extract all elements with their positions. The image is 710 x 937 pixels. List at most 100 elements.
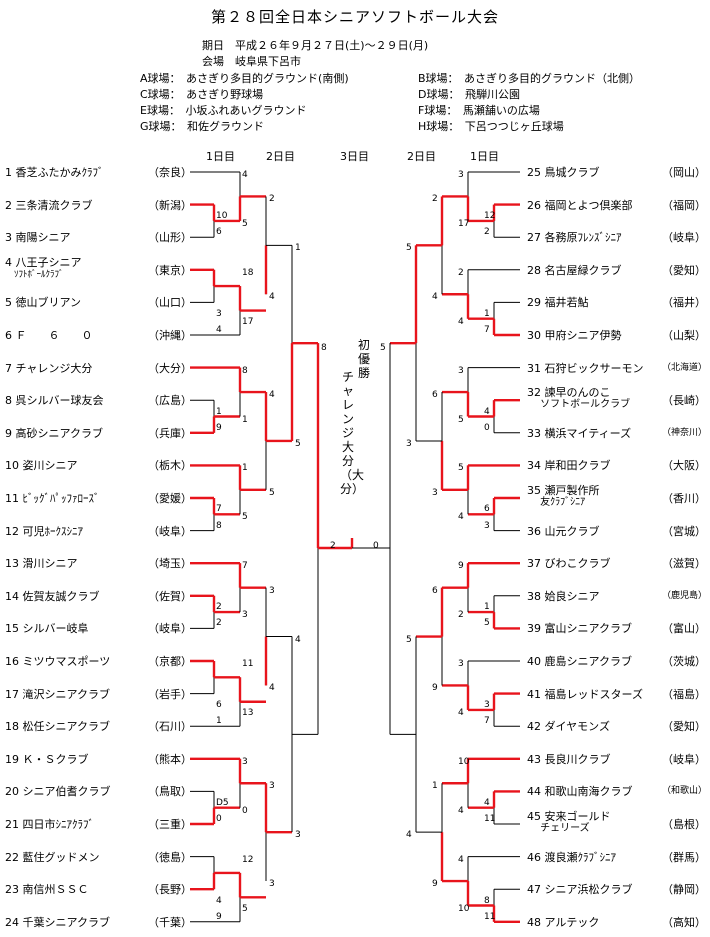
right-team-39: 39 富山シニアクラブ <box>527 622 632 636</box>
score-label: 11 <box>484 814 496 824</box>
score-label: 2 <box>458 610 464 621</box>
score-label: 5 <box>484 618 490 629</box>
right-team-prefecture: （高知） <box>662 915 706 929</box>
right-team-45: 45 安来ゴールド チェリーズ <box>527 811 611 835</box>
left-team-12: 12 可児ﾎｰｸｽｼﾆｱ <box>5 524 83 538</box>
right-team-prefecture: （長崎） <box>662 394 706 408</box>
right-team-prefecture: （愛知） <box>662 263 706 277</box>
team-name: 32 諫早のんのこ <box>527 386 611 400</box>
right-team-30: 30 甲府シニア伊勢 <box>527 329 622 342</box>
left-team-prefecture: （愛媛） <box>148 492 192 505</box>
score-label: 3 <box>295 830 301 841</box>
score-label: 7 <box>484 325 490 335</box>
score-label: 4 <box>269 292 275 303</box>
score-label: 9 <box>216 911 222 922</box>
score-label: 4 <box>406 830 412 841</box>
page-title: 第２８回全日本シニアソフトボール大会 <box>210 8 499 26</box>
ground-d: D球場： 飛騨川公園 <box>418 88 520 101</box>
score-label: 4 <box>484 406 490 417</box>
right-team-prefecture: （山梨） <box>662 329 706 342</box>
right-team-prefecture: （滋賀） <box>662 557 706 571</box>
left-team-prefecture: （山形） <box>148 231 192 245</box>
score-label: 0 <box>484 422 490 433</box>
final-score-left: 2 <box>330 541 336 551</box>
final-score-right: 0 <box>373 541 379 551</box>
score-label: 4 <box>242 170 248 180</box>
score-label: 5 <box>458 414 464 425</box>
right-team-prefecture: （香川） <box>662 492 706 505</box>
right-team-29: 29 福井若鮎 <box>527 296 589 310</box>
score-label: 1 <box>484 308 490 319</box>
left-team-prefecture: （佐賀） <box>148 589 192 603</box>
left-team-prefecture: （山口） <box>148 296 192 310</box>
left-team-prefecture: （京都） <box>148 655 192 668</box>
score-label: 5 <box>242 903 248 914</box>
left-team-21: 21 四日市ｼﾆｱｸﾗﾌﾞ <box>5 818 94 831</box>
score-label: 4 <box>216 325 222 335</box>
left-team-24: 24 千葉シニアクラブ <box>5 915 110 929</box>
left-team-17: 17 滝沢シニアクラブ <box>5 687 110 701</box>
score-label: 3 <box>216 308 222 319</box>
team-name: 4 八王子シニア <box>5 255 82 269</box>
score-label: 4 <box>432 292 438 303</box>
team-name: 35 瀬戸製作所 <box>527 484 600 497</box>
score-label: 17 <box>242 316 254 327</box>
score-label: 11 <box>484 911 496 922</box>
left-team-prefecture: （石川） <box>148 720 192 734</box>
left-team-7: 7 チャレンジ大分 <box>5 361 93 375</box>
score-label: 3 <box>458 170 464 180</box>
score-label: 11 <box>242 659 254 669</box>
score-label: 0 <box>216 814 222 824</box>
score-label: 2 <box>269 194 275 205</box>
left-team-23: 23 南信州ＳＳＣ <box>5 883 89 897</box>
score-label: 4 <box>458 707 464 718</box>
left-team-prefecture: （栃木） <box>148 459 192 473</box>
round-header-day1-left: 1日目 <box>206 150 235 163</box>
right-team-34: 34 岸和田クラブ <box>527 459 611 473</box>
score-label: 1 <box>295 243 301 254</box>
left-team-prefecture: （広島） <box>148 394 192 408</box>
score-label: 6 <box>216 699 222 710</box>
champion-team: チャレンジ大分（大分） <box>340 370 365 496</box>
score-label: 17 <box>458 218 470 229</box>
left-team-19: 19 Ｋ・Ｓクラブ <box>5 752 89 766</box>
right-team-prefecture: （群馬） <box>662 850 706 864</box>
right-team-prefecture: （岐阜） <box>662 752 706 766</box>
left-team-13: 13 滑川シニア <box>5 557 78 571</box>
right-team-38: 38 姶良シニア <box>527 589 600 603</box>
score-label: 3 <box>432 487 438 498</box>
score-label: 5 <box>242 218 248 229</box>
team-name: 45 安来ゴールド <box>527 810 611 823</box>
score-label: 4 <box>269 683 275 694</box>
left-team-15: 15 シルバー岐阜 <box>5 622 89 636</box>
score-label: 12 <box>484 210 496 221</box>
right-team-prefecture: （福島） <box>662 687 706 701</box>
right-team-48: 48 アルテック <box>527 915 600 929</box>
score-label: 9 <box>432 683 438 694</box>
score-label: 9 <box>458 561 464 572</box>
right-team-33: 33 横浜マイティーズ <box>527 426 632 440</box>
team-name-line2: ｿﾌﾄﾎﾞｰﾙｸﾗﾌﾞ <box>5 269 64 280</box>
right-team-prefecture: （福岡） <box>662 198 706 212</box>
right-team-27: 27 各務原ﾌﾚﾝｽﾞｼﾆｱ <box>527 231 622 245</box>
ground-e: E球場： 小坂ふれあいグラウンド <box>140 104 307 117</box>
ground-c: C球場： あさぎり野球場 <box>140 88 264 101</box>
score-label: 5 <box>458 463 464 474</box>
score-label: 8 <box>242 365 248 376</box>
round-header-day2-left: 2日目 <box>266 150 295 163</box>
score-label: 5 <box>242 512 248 523</box>
left-team-20: 20 シニア伯耆クラブ <box>5 785 111 799</box>
score-label: 4 <box>458 854 464 865</box>
right-team-prefecture: （茨城） <box>662 655 706 668</box>
left-team-prefecture: （大分） <box>148 361 192 375</box>
score-label: 9 <box>216 422 222 433</box>
score-label: 3 <box>242 610 248 621</box>
score-label: 2 <box>432 194 438 205</box>
score-label: 9 <box>432 879 438 890</box>
round-header-day1-right: 1日目 <box>470 150 499 163</box>
right-team-prefecture: （富山） <box>662 622 706 636</box>
right-team-prefecture: （和歌山） <box>662 786 708 797</box>
right-team-25: 25 鳥城クラブ <box>527 166 600 179</box>
right-team-prefecture: （静岡） <box>662 883 706 897</box>
score-label: 8 <box>216 520 222 531</box>
